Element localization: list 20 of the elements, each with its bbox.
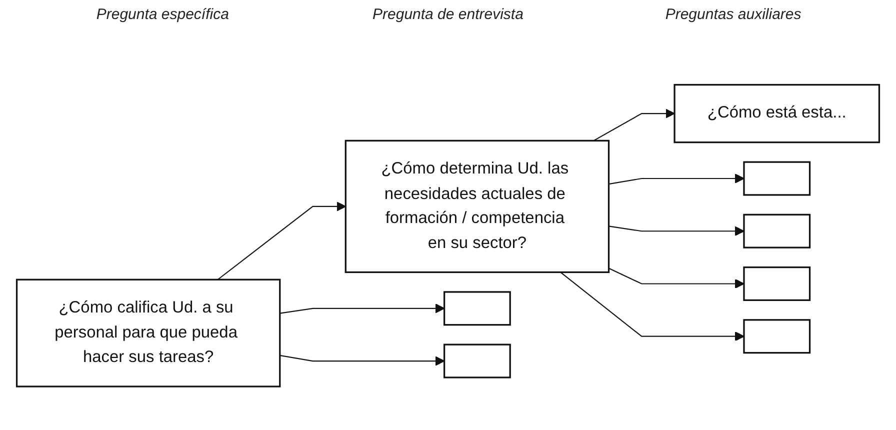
arrow <box>217 202 346 280</box>
arrow <box>608 226 744 236</box>
node-box <box>743 162 811 196</box>
node-box: ¿Cómo califica Ud. a su personal para que pueda hacer sus tareas? <box>16 279 281 388</box>
node-box <box>743 266 811 302</box>
arrow <box>608 174 744 185</box>
node-box <box>743 214 811 249</box>
arrow <box>593 109 675 142</box>
node-box <box>444 344 511 379</box>
arrow <box>280 304 445 314</box>
column-heading: Preguntas auxiliares <box>664 6 802 25</box>
node-box: ¿Cómo determina Ud. las necesidades actuales de formación / competencia en su sector? <box>344 140 610 274</box>
node-box: ¿Cómo está esta... <box>674 84 880 144</box>
arrow <box>560 272 744 342</box>
node-box <box>743 319 811 354</box>
column-heading: Pregunta específica <box>95 6 230 25</box>
arrow <box>608 268 744 289</box>
arrow <box>280 355 445 366</box>
node-box <box>444 292 511 326</box>
column-heading: Pregunta de entrevista <box>372 6 524 25</box>
